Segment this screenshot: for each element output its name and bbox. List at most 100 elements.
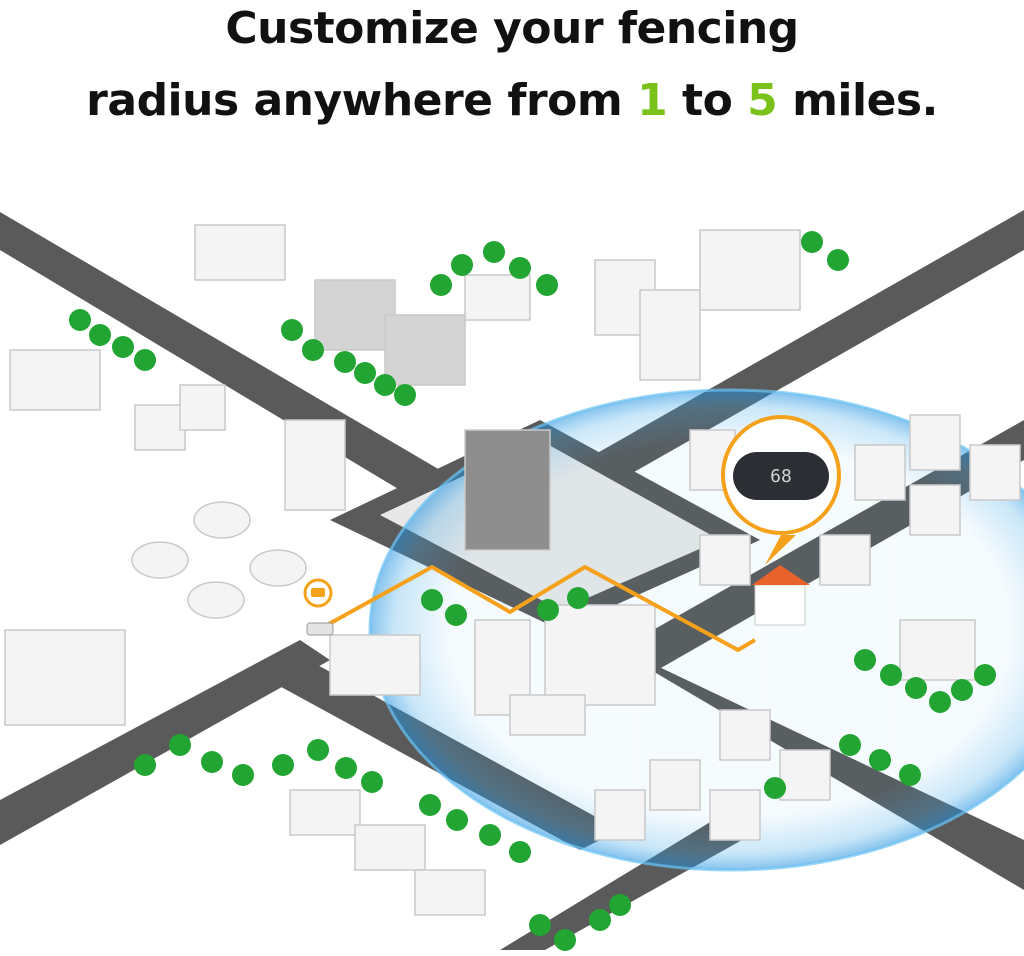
tracker-callout: 68: [721, 415, 841, 565]
tree: [354, 362, 376, 384]
tree: [899, 764, 921, 786]
tree: [536, 274, 558, 296]
tree: [169, 734, 191, 756]
tree: [232, 764, 254, 786]
building: [544, 604, 656, 706]
car-pin: [303, 578, 334, 636]
tree: [589, 909, 611, 931]
tree: [801, 231, 823, 253]
min-radius-value: 1: [637, 75, 668, 126]
tree: [134, 754, 156, 776]
building: [779, 749, 831, 801]
tree: [334, 351, 356, 373]
tree: [421, 589, 443, 611]
headline-mid: to: [667, 75, 748, 126]
tree: [609, 894, 631, 916]
tree: [929, 691, 951, 713]
tree: [451, 254, 473, 276]
building: [284, 419, 346, 511]
max-radius-value: 5: [747, 75, 778, 126]
building: [474, 619, 531, 716]
building: [649, 759, 701, 811]
building: [854, 444, 906, 501]
city-map-illustration: 68: [0, 210, 1024, 951]
tree: [307, 739, 329, 761]
tree: [69, 309, 91, 331]
tree: [827, 249, 849, 271]
building: [909, 414, 961, 471]
tree: [483, 241, 505, 263]
tree: [445, 604, 467, 626]
tree: [394, 384, 416, 406]
tree: [430, 274, 452, 296]
building: [414, 869, 486, 916]
tree: [764, 777, 786, 799]
building: [289, 789, 361, 836]
tree: [201, 751, 223, 773]
building: [194, 224, 286, 281]
tree: [951, 679, 973, 701]
home-building: [752, 565, 810, 626]
tree: [905, 677, 927, 699]
tree: [567, 587, 589, 609]
building: [134, 404, 186, 451]
building: [899, 619, 976, 681]
building: [314, 279, 396, 351]
tree: [112, 336, 134, 358]
building: [969, 444, 1021, 501]
tree: [509, 841, 531, 863]
tree: [880, 664, 902, 686]
headline-suffix: miles.: [777, 75, 938, 126]
headline-line-1: Customize your fencing: [225, 3, 799, 54]
building: [509, 694, 586, 736]
building: [4, 629, 126, 726]
storage-tank: [193, 501, 251, 539]
building: [384, 314, 466, 386]
building: [464, 429, 551, 551]
tree: [134, 349, 156, 371]
tree: [446, 809, 468, 831]
building: [819, 534, 871, 586]
tree: [419, 794, 441, 816]
tree: [529, 914, 551, 936]
building: [329, 634, 421, 696]
building: [699, 534, 751, 586]
tree: [374, 374, 396, 396]
building: [709, 789, 761, 841]
headline-line-2: radius anywhere from 1 to 5 miles.: [0, 58, 1024, 144]
buildings: [4, 224, 1021, 916]
tree: [854, 649, 876, 671]
storage-tank: [249, 549, 307, 587]
building: [594, 789, 646, 841]
tree: [839, 734, 861, 756]
tree: [281, 319, 303, 341]
building: [464, 274, 531, 321]
tree: [89, 324, 111, 346]
storage-tank: [187, 581, 245, 619]
tree: [554, 929, 576, 951]
route-path: [317, 565, 757, 652]
gps-tracker-icon: [733, 452, 829, 500]
tree: [361, 771, 383, 793]
building: [699, 229, 801, 311]
tree: [479, 824, 501, 846]
tree: [302, 339, 324, 361]
building: [719, 709, 771, 761]
road: [0, 640, 330, 845]
building: [9, 349, 101, 411]
tree: [509, 257, 531, 279]
tree: [974, 664, 996, 686]
headline-prefix: radius anywhere from: [86, 75, 638, 126]
car-icon: [311, 588, 325, 597]
tree: [537, 599, 559, 621]
building: [179, 384, 226, 431]
tree: [335, 757, 357, 779]
building: [639, 289, 701, 381]
trees: [69, 231, 996, 951]
tracker-display: 68: [770, 466, 792, 487]
building: [909, 484, 961, 536]
building: [354, 824, 426, 871]
car: [306, 622, 334, 636]
tree: [869, 749, 891, 771]
tree: [272, 754, 294, 776]
